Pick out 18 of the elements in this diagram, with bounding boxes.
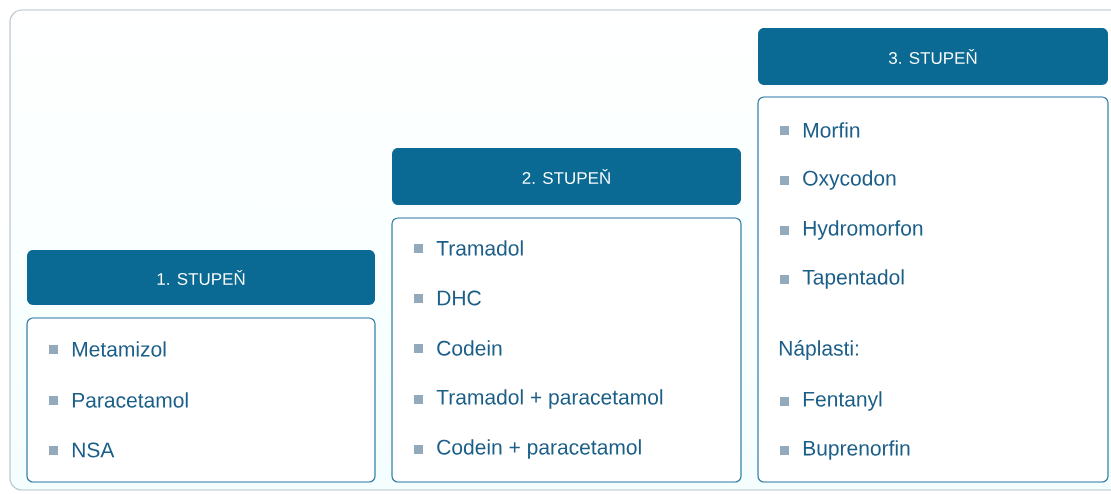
list-item: Tapentadol: [802, 269, 904, 289]
list-item: DHC: [437, 290, 481, 306]
list-item: Náplasti:: [779, 340, 858, 360]
list-item: Hydromorfon: [803, 220, 923, 240]
list-item: Codein + paracetamol: [437, 439, 641, 459]
step-header: 3. STUPEŇ: [758, 28, 1108, 85]
list-item: Oxycodon: [803, 170, 896, 190]
list-item: Tramadol + paracetamol: [436, 389, 663, 409]
list-item: Paracetamol: [72, 392, 188, 408]
step-header: 2. STUPEŇ: [392, 148, 741, 205]
list-item: Codein: [437, 340, 502, 356]
list-item: Buprenorfin: [803, 440, 910, 460]
step-header: 1. STUPEŇ: [27, 250, 375, 305]
list-item: Tramadol: [436, 240, 523, 256]
list-item: Morfin: [803, 122, 860, 138]
list-item: NSA: [72, 442, 115, 458]
list-item: Fentanyl: [803, 391, 882, 411]
list-item: Metamizol: [72, 341, 166, 357]
